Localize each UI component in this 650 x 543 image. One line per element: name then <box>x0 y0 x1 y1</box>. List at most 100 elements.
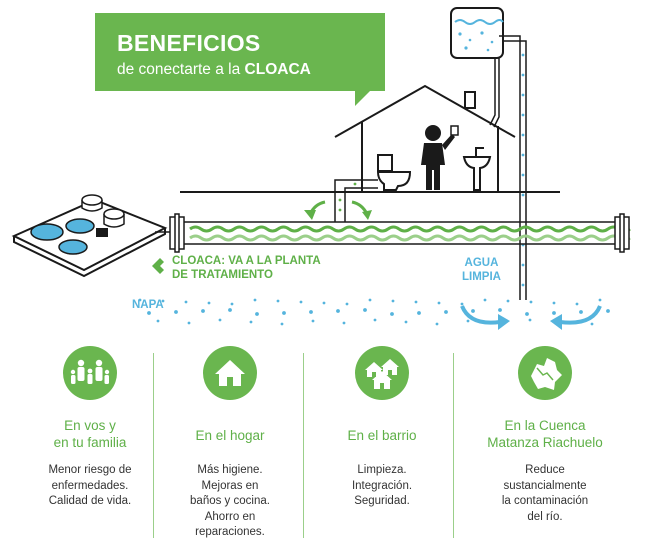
napa-water-dot <box>391 299 395 303</box>
napa-water-dot <box>590 322 594 326</box>
benefit-basin-line: del río. <box>527 510 563 523</box>
benefit-basin-title-line2: Matanza Riachuelo <box>487 435 603 450</box>
agua-limpia-label: AGUA LIMPIA <box>462 256 501 284</box>
benefit-home-line: reparaciones. <box>195 526 265 538</box>
napa-water-dot <box>363 308 367 312</box>
napa-water-dot <box>336 309 340 313</box>
cloaca-label: CLOACA: VA A LA PLANTA DE TRATAMIENTO <box>172 254 321 282</box>
page-title: BENEFICIOS <box>117 30 261 56</box>
napa-water-dot <box>156 319 160 323</box>
napa-water-dot <box>161 299 165 303</box>
napa-water-dot <box>309 310 313 314</box>
napa-water-dot <box>483 298 487 302</box>
title-banner: BENEFICIOS de conectarte a la CLOACA <box>95 13 385 106</box>
napa-water-dot <box>529 300 533 304</box>
napa-water-dot <box>322 301 326 305</box>
benefit-basin-line: Reduce <box>525 464 565 476</box>
napa-water-dot <box>471 309 475 313</box>
napa-water-dot <box>606 309 610 313</box>
map-icon <box>518 346 572 400</box>
napa-water-dot <box>390 312 394 316</box>
napa-water-dot <box>435 322 439 326</box>
house-outline <box>334 84 516 192</box>
treatment-plant <box>11 194 168 278</box>
person-icon <box>421 125 459 190</box>
napa-water-dot <box>138 298 142 302</box>
benefit-basin-text: Reduce sustancialmente la contaminación … <box>465 463 625 525</box>
benefit-family-line: enfermedades. <box>51 479 129 492</box>
napa-water-dot <box>598 298 602 302</box>
napa-water-dot <box>282 311 286 315</box>
benefit-basin-line: sustancialmente <box>503 479 587 492</box>
subtitle-bold: CLOACA <box>244 61 311 78</box>
napa-water-dot <box>506 299 510 303</box>
napa-water-dot <box>201 309 205 313</box>
napa-water-dot <box>368 298 372 302</box>
napa-water-dot <box>579 310 583 314</box>
napa-water-dot <box>460 302 464 306</box>
subtitle-prefix: de conectarte a la <box>117 61 245 78</box>
napa-water-dot <box>525 312 529 316</box>
benefit-neighborhood-line: Limpieza. <box>357 464 407 476</box>
column-divider <box>453 353 454 538</box>
family-icon <box>63 346 117 400</box>
agua-label-line2: LIMPIA <box>462 271 501 283</box>
benefit-family-title-line1: En vos y <box>64 418 116 433</box>
page-subtitle: de conectarte a la CLOACA <box>117 61 311 79</box>
benefit-neighborhood-line: Integración. <box>351 479 413 492</box>
drain-dots <box>338 182 357 212</box>
napa-water-dot <box>280 322 284 326</box>
napa-water-dot <box>228 308 232 312</box>
napa-water-dot <box>187 321 191 325</box>
benefit-basin-title-line1: En la Cuenca <box>504 418 586 433</box>
napa-water-dot <box>414 300 418 304</box>
house-icon <box>203 346 257 400</box>
napa-water-dot <box>575 302 579 306</box>
napa-water-dot <box>253 298 257 302</box>
benefit-home-line: baños y cocina. <box>190 495 270 507</box>
napa-water-dot <box>437 301 441 305</box>
napa-water-dot <box>528 318 532 322</box>
napa-water-dot <box>466 319 470 323</box>
benefit-family-title-line2: en tu familia <box>53 435 127 450</box>
benefit-family-line: Calidad de vida. <box>48 495 132 507</box>
sewer-diagram <box>11 7 631 330</box>
flow-arrowhead-right-icon <box>362 210 372 220</box>
benefit-home-line: Ahorro en <box>204 510 256 523</box>
benefit-neighborhood-title: En el barrio <box>347 428 417 443</box>
cloaca-arrow-icon <box>152 258 164 274</box>
toilet-icon <box>376 154 412 191</box>
neighborhood-icon <box>355 346 409 400</box>
napa-water-dot <box>404 320 408 324</box>
napa-water-dot <box>311 319 315 323</box>
benefit-home-text: Más higiene. Mejoras en baños y cocina. … <box>155 463 305 541</box>
cloaca-label-line2: DE TRATAMIENTO <box>172 269 273 281</box>
title-banner-shape <box>95 13 385 106</box>
napa-water-dot <box>147 311 151 315</box>
benefit-family-title: En vos y en tu familia <box>15 417 165 451</box>
sink-icon <box>462 147 492 191</box>
napa-label: NAPA <box>132 299 164 311</box>
benefit-home-line: Mejoras en <box>201 479 259 492</box>
benefit-family-line: Menor riesgo de <box>48 464 132 476</box>
benefit-family-text: Menor riesgo de enfermedades. Calidad de… <box>15 463 165 510</box>
napa-water-dot <box>218 318 222 322</box>
benefit-neighborhood-text: Limpieza. Integración. Seguridad. <box>307 463 457 510</box>
column-divider <box>153 353 154 538</box>
sewer-pipe <box>155 213 631 253</box>
cloaca-label-line1: CLOACA: VA A LA PLANTA <box>172 255 321 267</box>
sewer-wave-bottom <box>189 234 631 242</box>
napa-water-dot <box>299 300 303 304</box>
napa-water-dot <box>498 308 502 312</box>
napa-water-dot <box>345 302 349 306</box>
benefit-basin-line: la contaminación <box>501 495 589 507</box>
napa-water-dot <box>552 301 556 305</box>
napa-water-dot <box>417 311 421 315</box>
napa-water-dot <box>342 321 346 325</box>
water-tank <box>450 7 504 59</box>
napa-water-dot <box>255 312 259 316</box>
flow-arrowhead-left-icon <box>304 210 316 220</box>
water-circulation-arrows-icon <box>460 305 602 330</box>
napa-water-dot <box>552 311 556 315</box>
benefits-section: En vos y en tu familia Menor riesgo de e… <box>0 345 650 543</box>
